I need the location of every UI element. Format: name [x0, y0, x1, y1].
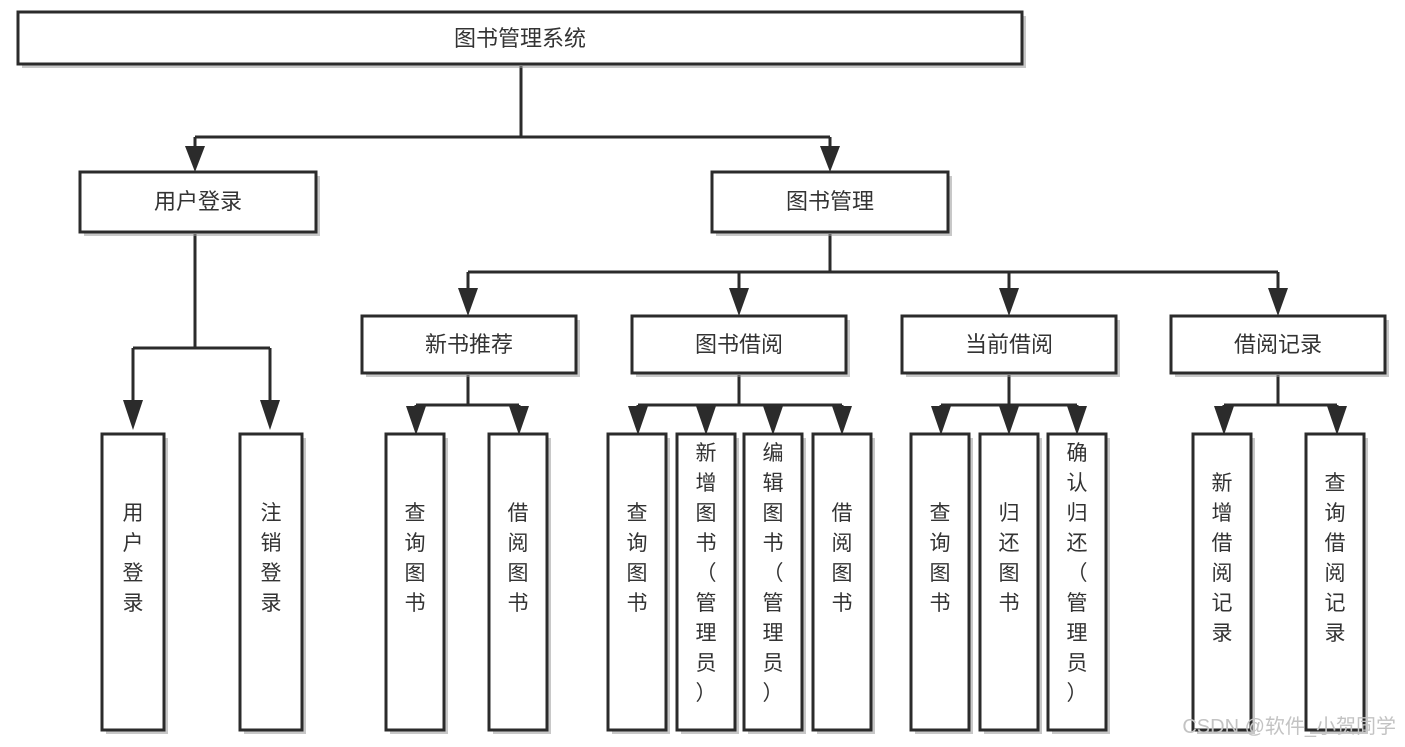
leaf-confirm-return-box: [1046, 432, 1108, 732]
leaf-edit-book-label: 编辑图书（管理员）: [763, 442, 784, 705]
arrow-new-book-recommend: [458, 288, 478, 316]
leaf-add-book-box: [675, 432, 737, 732]
arrow-leaf-edit-book: [763, 406, 783, 435]
node-book-borrow[interactable]: 图书借阅: [630, 314, 850, 377]
node-book-borrow-label: 图书借阅: [695, 332, 783, 357]
leaf-borrow-book-2[interactable]: 借阅图书: [811, 432, 875, 734]
csdn-watermark: CSDN @软件_小贺同学: [1182, 715, 1396, 738]
leaf-user-login-box: [100, 432, 166, 732]
leaf-logout-login-box: [238, 432, 304, 732]
leaf-query-book-2-label: 查询图书: [627, 502, 648, 615]
node-user-login-label: 用户登录: [154, 189, 242, 214]
node-root[interactable]: 图书管理系统: [16, 10, 1026, 68]
leaf-return-book[interactable]: 归还图书: [978, 432, 1042, 734]
leaf-query-record-label: 查询借阅记录: [1325, 472, 1346, 645]
leaf-user-login-label: 用户登录: [123, 502, 144, 615]
node-borrow-record-box: [1169, 314, 1387, 375]
arrow-to-user-login: [185, 146, 205, 172]
leaf-add-book-label: 新增图书（管理员）: [696, 442, 717, 705]
arrow-borrow-record: [1268, 288, 1288, 316]
leaf-user-login[interactable]: 用户登录: [100, 432, 168, 734]
arrow-leaf-add-book: [696, 406, 716, 435]
node-book-manage-box: [710, 170, 950, 234]
leaf-query-book-2[interactable]: 查询图书: [606, 432, 670, 734]
leaf-return-book-label: 归还图书: [999, 502, 1020, 615]
node-borrow-record[interactable]: 借阅记录: [1169, 314, 1389, 377]
node-book-manage-label: 图书管理: [786, 189, 874, 214]
leaf-query-record[interactable]: 查询借阅记录: [1304, 432, 1368, 734]
leaf-query-book-1-box: [384, 432, 446, 732]
arrow-to-book-manage: [820, 146, 840, 172]
node-current-borrow-label: 当前借阅: [965, 332, 1053, 357]
leaf-edit-book-box: [742, 432, 804, 732]
node-current-borrow[interactable]: 当前借阅: [900, 314, 1120, 377]
node-user-login-box: [78, 170, 318, 234]
leaf-borrow-book-2-box: [811, 432, 873, 732]
leaf-borrow-book-2-label: 借阅图书: [832, 502, 853, 615]
node-root-label: 图书管理系统: [454, 26, 586, 51]
arrow-book-borrow: [729, 288, 749, 316]
leaf-add-record[interactable]: 新增借阅记录: [1191, 432, 1255, 734]
node-book-manage[interactable]: 图书管理: [710, 170, 952, 236]
arrow-leaf-add-record: [1214, 406, 1234, 435]
node-new-book-recommend-box: [360, 314, 578, 375]
connector-layer: [123, 66, 1347, 435]
leaf-borrow-book-1-label: 借阅图书: [508, 502, 529, 615]
leaf-query-book-3-label: 查询图书: [930, 502, 951, 615]
leaf-borrow-book-1-box: [487, 432, 549, 732]
leaf-borrow-book-1[interactable]: 借阅图书: [487, 432, 551, 734]
arrow-leaf-logout-login: [260, 400, 280, 430]
node-new-book-recommend-label: 新书推荐: [425, 332, 513, 357]
arrow-leaf-return-book: [999, 406, 1019, 435]
leaf-edit-book[interactable]: 编辑图书（管理员）: [742, 432, 806, 734]
leaf-confirm-return-label: 确认归还（管理员）: [1067, 442, 1088, 705]
leaf-query-book-2-box: [606, 432, 668, 732]
arrow-current-borrow: [999, 288, 1019, 316]
leaf-return-book-box: [978, 432, 1040, 732]
leaf-query-book-3-box: [909, 432, 971, 732]
leaf-add-record-box: [1191, 432, 1253, 732]
leaf-query-book-3[interactable]: 查询图书: [909, 432, 973, 734]
arrow-leaf-query-record: [1327, 406, 1347, 435]
leaf-confirm-return[interactable]: 确认归还（管理员）: [1046, 432, 1110, 734]
node-borrow-record-label: 借阅记录: [1234, 332, 1322, 357]
leaf-logout-login-label: 注销登录: [261, 502, 282, 615]
leaf-query-book-1-label: 查询图书: [405, 502, 426, 615]
node-root-box: [16, 10, 1024, 66]
leaf-add-record-label: 新增借阅记录: [1212, 472, 1233, 645]
node-user-login[interactable]: 用户登录: [78, 170, 320, 236]
node-current-borrow-box: [900, 314, 1118, 375]
arrow-leaf-confirm-return: [1067, 406, 1087, 435]
arrow-leaf-query-book-3: [931, 406, 951, 435]
leaf-logout-login[interactable]: 注销登录: [238, 432, 306, 734]
node-new-book-recommend[interactable]: 新书推荐: [360, 314, 580, 377]
arrow-leaf-query-book-1: [406, 406, 426, 435]
arrow-leaf-borrow-book-2: [832, 406, 852, 435]
arrow-leaf-borrow-book-1: [509, 406, 529, 435]
leaf-query-book-1[interactable]: 查询图书: [384, 432, 448, 734]
arrow-leaf-query-book-2: [628, 406, 648, 435]
arrow-leaf-user-login: [123, 400, 143, 430]
leaf-add-book[interactable]: 新增图书（管理员）: [675, 432, 739, 734]
node-book-borrow-box: [630, 314, 848, 375]
leaf-query-record-box: [1304, 432, 1366, 732]
